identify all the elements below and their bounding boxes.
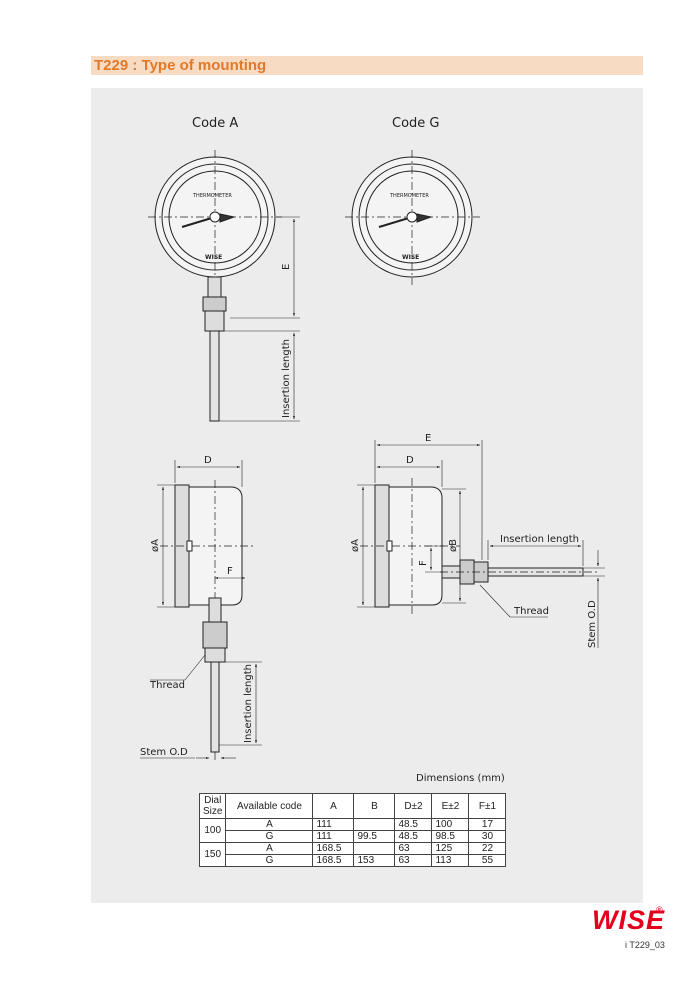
table-row: G 168.5 153 63 113 55 — [200, 854, 507, 867]
code-cell: A — [225, 842, 314, 855]
b-cell — [353, 818, 396, 831]
gauge-side-code-g — [360, 478, 600, 615]
table-header-row: Dial Size Available code A B D±2 E±2 F±1 — [198, 793, 507, 819]
dim-a-label-a: øA — [150, 539, 161, 552]
dimensions-table: Dial Size Available code A B D±2 E±2 F±1… — [198, 793, 507, 867]
dial-text-g: THERMOMETER — [389, 193, 429, 199]
gauge-front-code-g: THERMOMETER WISE — [345, 150, 480, 285]
f-cell: 22 — [468, 842, 507, 855]
stem-od-label-g: Stem O.D — [587, 600, 598, 648]
dim-f-label-a: F — [227, 566, 233, 577]
header-f: F±1 — [468, 793, 507, 819]
dial-text-a: THERMOMETER — [192, 193, 232, 199]
brand-logo: WISE — [592, 905, 666, 935]
dim-d-label-a: D — [204, 455, 212, 466]
insertion-length-label-a: Insertion length — [281, 339, 292, 418]
d-cell: 48.5 — [394, 818, 433, 831]
e-cell: 98.5 — [431, 830, 470, 843]
f-cell: 17 — [468, 818, 507, 831]
thread-label-a: Thread — [149, 680, 185, 691]
b-cell — [353, 842, 396, 855]
code-g-label: Code G — [392, 116, 440, 131]
dim-e-label-a: E — [281, 264, 292, 270]
registered-mark: ® — [656, 905, 663, 915]
header-a: A — [312, 793, 355, 819]
section-title-bar: T229 : Type of mounting — [91, 56, 643, 75]
dial-size-cell: 100 — [198, 818, 227, 843]
gauge-front-code-a: THERMOMETER WISE — [148, 150, 282, 422]
section-title: T229 : Type of mounting — [94, 57, 267, 74]
table-row: 150 A 168.5 63 125 22 — [198, 842, 507, 867]
insertion-length-label-g: Insertion length — [500, 534, 579, 545]
header-dial-size: Dial Size — [198, 793, 227, 819]
dial-brand-a: WISE — [205, 254, 222, 261]
dim-f-label-g: F — [418, 560, 429, 566]
a-cell: 168.5 — [312, 842, 355, 855]
header-available-code: Available code — [225, 793, 314, 819]
header-b: B — [353, 793, 396, 819]
thread-label-g: Thread — [513, 606, 549, 617]
dim-b-label-g: øB — [448, 539, 459, 552]
a-cell: 111 — [312, 830, 355, 843]
a-cell: 168.5 — [312, 854, 355, 867]
stem-od-label-a: Stem O.D — [140, 747, 188, 758]
a-cell: 111 — [312, 818, 355, 831]
code-cell: A — [225, 818, 314, 831]
dim-e-label-g: E — [425, 433, 431, 444]
gauge-side-code-a — [160, 480, 255, 760]
page-code: i T229_03 — [625, 940, 665, 950]
dial-brand-g: WISE — [402, 254, 419, 261]
insertion-length-label-side-a: Insertion length — [243, 664, 254, 743]
header-d: D±2 — [394, 793, 433, 819]
e-cell: 113 — [431, 854, 470, 867]
code-cell: G — [225, 830, 314, 843]
table-row: 100 A 111 48.5 100 17 — [198, 818, 507, 843]
b-cell: 153 — [353, 854, 396, 867]
e-cell: 100 — [431, 818, 470, 831]
table-row: G 111 99.5 48.5 98.5 30 — [200, 830, 507, 843]
dim-d-label-g: D — [406, 455, 414, 466]
dimensions-caption: Dimensions (mm) — [416, 773, 505, 784]
dim-a-label-g: øA — [350, 539, 361, 552]
e-cell: 125 — [431, 842, 470, 855]
b-cell: 99.5 — [353, 830, 396, 843]
f-cell: 55 — [468, 854, 507, 867]
d-cell: 48.5 — [394, 830, 433, 843]
code-a-label: Code A — [192, 116, 238, 131]
header-e: E±2 — [431, 793, 470, 819]
d-cell: 63 — [394, 842, 433, 855]
dial-size-cell: 150 — [198, 842, 227, 867]
d-cell: 63 — [394, 854, 433, 867]
code-cell: G — [225, 854, 314, 867]
f-cell: 30 — [468, 830, 507, 843]
